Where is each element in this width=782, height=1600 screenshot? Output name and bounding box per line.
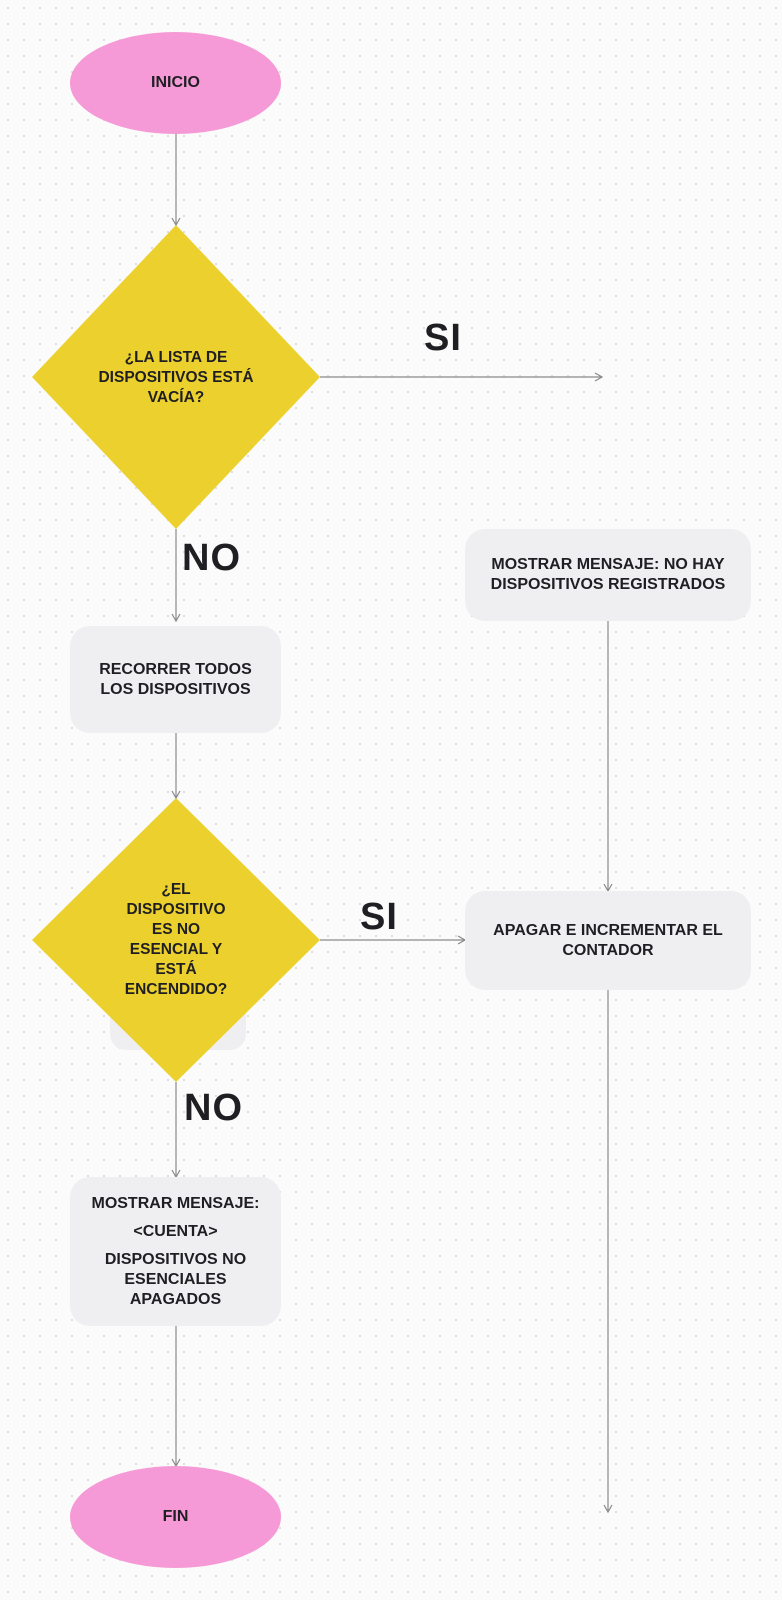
turn-off-line2: CONTADOR — [562, 941, 654, 959]
edge-label-empty-no: NO — [182, 537, 241, 579]
iterate-line1: RECORRER TODOS — [99, 660, 252, 678]
decision-empty-label: ¿LA LISTA DE DISPOSITIVOS ESTÁ VACÍA? — [98, 349, 254, 406]
edge-label-nonessential-no: NO — [184, 1087, 243, 1129]
iterate-line2: LOS DISPOSITIVOS — [100, 680, 251, 698]
message-count-line3: DISPOSITIVOS NO — [104, 1250, 247, 1268]
message-count-line4: ESENCIALES — [124, 1270, 227, 1288]
turn-off-and-increment: APAGAR E INCREMENTAR EL CONTADOR — [465, 891, 751, 990]
end-label: FIN — [162, 1508, 189, 1525]
iterate-devices: RECORRER TODOS LOS DISPOSITIVOS — [70, 626, 281, 733]
edge-label-empty-yes: SI — [424, 317, 462, 359]
decision-nonessential: ¿EL DISPOSITIVO ES NO ESENCIAL Y ESTÁ EN… — [116, 878, 236, 1002]
end-terminal: FIN — [70, 1466, 281, 1568]
decision-nonessential-label: ¿EL DISPOSITIVO ES NO ESENCIAL Y ESTÁ EN… — [124, 881, 228, 998]
edge-label-nonessential-yes: SI — [360, 896, 398, 938]
decision-diamond-empty-shape — [32, 225, 320, 529]
decision-empty-list: ¿LA LISTA DE DISPOSITIVOS ESTÁ VACÍA? — [96, 340, 256, 416]
message-count-line2: <CUENTA> — [133, 1222, 218, 1240]
decision-diamond-nonessential-shape — [32, 798, 320, 1082]
start-terminal: INICIO — [70, 32, 281, 134]
message-no-devices-line2: DISPOSITIVOS REGISTRADOS — [490, 576, 726, 593]
message-count-line1: MOSTRAR MENSAJE: — [91, 1194, 260, 1212]
message-no-devices-line1: MOSTRAR MENSAJE: NO HAY — [491, 556, 725, 573]
start-label: INICIO — [151, 74, 200, 91]
message-count: MOSTRAR MENSAJE: <CUENTA> DISPOSITIVOS N… — [70, 1177, 281, 1326]
turn-off-line1: APAGAR E INCREMENTAR EL — [493, 921, 723, 939]
message-count-line5: APAGADOS — [129, 1290, 222, 1308]
message-no-devices: MOSTRAR MENSAJE: NO HAY DISPOSITIVOS REG… — [465, 529, 751, 621]
